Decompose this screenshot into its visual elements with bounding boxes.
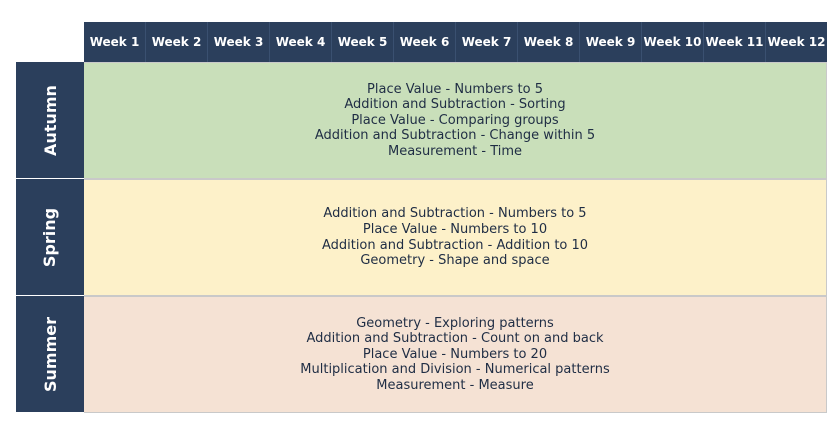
week-header-cell: Week 9 (579, 22, 641, 62)
term-name: Autumn (40, 84, 60, 156)
term-topics: Place Value - Numbers to 5 Addition and … (84, 62, 827, 179)
topic-item: Place Value - Numbers to 10 (362, 221, 548, 237)
week-header-cell: Week 5 (331, 22, 393, 62)
week-header-cell: Week 11 (703, 22, 765, 62)
topic-item: Multiplication and Division - Numerical … (300, 362, 610, 378)
week-header-row: Week 1 Week 2 Week 3 Week 4 Week 5 Week … (84, 22, 827, 62)
topic-item: Measurement - Time (387, 143, 523, 159)
topic-item: Addition and Subtraction - Count on and … (306, 331, 604, 347)
term-row-summer: Summer Geometry - Exploring patterns Add… (16, 296, 827, 413)
topic-item: Place Value - Numbers to 5 (367, 81, 543, 97)
week-header-cell: Week 8 (517, 22, 579, 62)
term-label: Autumn (16, 62, 84, 179)
topic-item: Place Value - Comparing groups (351, 112, 559, 128)
topic-item: Geometry - Exploring patterns (356, 315, 554, 331)
week-header-cell: Week 4 (269, 22, 331, 62)
term-row-spring: Spring Addition and Subtraction - Number… (16, 179, 827, 296)
topic-item: Addition and Subtraction - Addition to 1… (321, 237, 589, 253)
term-topics: Addition and Subtraction - Numbers to 5 … (84, 179, 827, 296)
week-header-cell: Week 3 (207, 22, 269, 62)
topic-item: Place Value - Numbers to 20 (362, 346, 548, 362)
topic-item: Measurement - Measure (376, 377, 534, 393)
week-header-cell: Week 6 (393, 22, 455, 62)
topic-item: Addition and Subtraction - Sorting (344, 97, 566, 113)
term-label: Summer (16, 296, 84, 413)
term-name: Summer (40, 316, 60, 392)
week-header-cell: Week 1 (89, 35, 140, 49)
topic-item: Addition and Subtraction - Change within… (314, 128, 596, 144)
term-label: Spring (16, 179, 84, 296)
term-row-autumn: Autumn Place Value - Numbers to 5 Additi… (16, 62, 827, 179)
week-header-cell: Week 12 (765, 22, 827, 62)
topic-item: Geometry - Shape and space (360, 253, 550, 269)
week-header-cell: Week 10 (641, 22, 703, 62)
term-name: Spring (40, 207, 60, 267)
week-header-cell: Week 7 (455, 22, 517, 62)
term-topics: Geometry - Exploring patterns Addition a… (84, 296, 827, 413)
topic-item: Addition and Subtraction - Numbers to 5 (323, 206, 587, 222)
week-header-cell: Week 2 (145, 22, 207, 62)
